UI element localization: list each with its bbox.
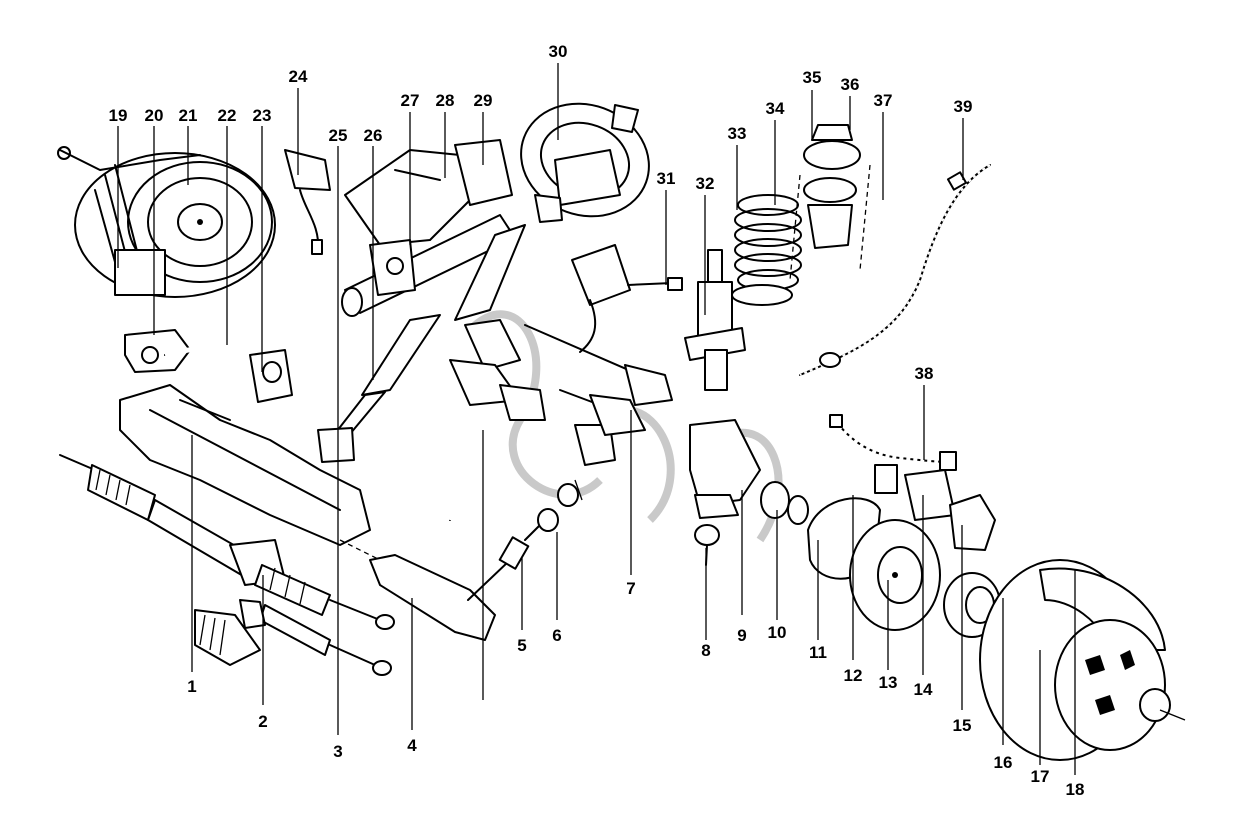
steering-wheel xyxy=(520,102,650,223)
spare-wheel xyxy=(57,146,276,298)
callout-3: 3 xyxy=(333,742,342,761)
callout-1: 1 xyxy=(187,677,196,696)
callout-11: 11 xyxy=(809,643,827,662)
hub-bearing xyxy=(760,481,809,525)
callout-labels: 1 2 3 4 5 6 7 8 9 10 11 12 13 14 15 16 1… xyxy=(109,42,1085,799)
callout-37: 37 xyxy=(874,91,893,110)
rack-gaiter xyxy=(194,599,266,666)
tie-rod xyxy=(467,519,546,601)
column-shroud-upper xyxy=(344,149,471,246)
callout-31: 31 xyxy=(657,169,676,188)
callout-39: 39 xyxy=(954,97,973,116)
strut xyxy=(684,249,746,391)
callout-14: 14 xyxy=(914,680,933,699)
front-subframe xyxy=(119,384,371,546)
brake-disc xyxy=(849,519,941,631)
callout-17: 17 xyxy=(1031,767,1050,786)
spare-wheel-bracket xyxy=(114,249,191,373)
steering-rack xyxy=(59,454,395,676)
coil-spring xyxy=(731,194,802,306)
callout-32: 32 xyxy=(696,174,715,193)
callout-21: 21 xyxy=(179,106,198,125)
steering-column xyxy=(341,214,516,317)
callout-12: 12 xyxy=(844,666,863,685)
callout-6: 6 xyxy=(552,626,561,645)
callout-4: 4 xyxy=(407,736,417,755)
driveshaft xyxy=(449,319,673,466)
callout-2: 2 xyxy=(258,712,267,731)
callout-10: 10 xyxy=(768,623,787,642)
bushes xyxy=(537,479,583,532)
callout-8: 8 xyxy=(701,641,710,660)
callout-7: 7 xyxy=(626,579,635,598)
callout-29: 29 xyxy=(474,91,493,110)
callout-30: 30 xyxy=(549,42,568,61)
strut-top-mount xyxy=(789,124,871,281)
callout-16: 16 xyxy=(994,753,1013,772)
road-wheel xyxy=(979,559,1186,761)
callout-22: 22 xyxy=(218,106,237,125)
ignition-switch xyxy=(284,149,331,255)
brake-hose xyxy=(829,414,957,471)
brake-caliper xyxy=(874,464,956,521)
track-control-arm xyxy=(339,539,496,641)
callout-18: 18 xyxy=(1066,780,1085,799)
callout-20: 20 xyxy=(145,106,164,125)
ball-joint xyxy=(694,524,720,566)
intermediate-shaft xyxy=(317,224,526,463)
callout-19: 19 xyxy=(109,106,128,125)
callout-9: 9 xyxy=(737,626,746,645)
caliper-bracket xyxy=(949,494,996,551)
callout-36: 36 xyxy=(841,75,860,94)
callout-5: 5 xyxy=(517,636,526,655)
callout-26: 26 xyxy=(364,126,383,145)
callout-27: 27 xyxy=(401,91,420,110)
callout-38: 38 xyxy=(915,364,934,383)
callout-13: 13 xyxy=(879,673,898,692)
speedometer-cable xyxy=(799,164,991,376)
callout-34: 34 xyxy=(766,99,785,118)
hub-carrier xyxy=(689,419,761,519)
callout-35: 35 xyxy=(803,68,822,87)
callout-23: 23 xyxy=(253,106,272,125)
callout-33: 33 xyxy=(728,124,747,143)
callout-25: 25 xyxy=(329,126,348,145)
anti-roll-bar-bush xyxy=(249,349,293,403)
combination-switch xyxy=(571,244,683,353)
callout-24: 24 xyxy=(289,67,308,86)
callout-15: 15 xyxy=(953,716,972,735)
leader-lines xyxy=(117,63,1076,775)
callout-28: 28 xyxy=(436,91,455,110)
column-shroud-lower xyxy=(454,139,513,206)
